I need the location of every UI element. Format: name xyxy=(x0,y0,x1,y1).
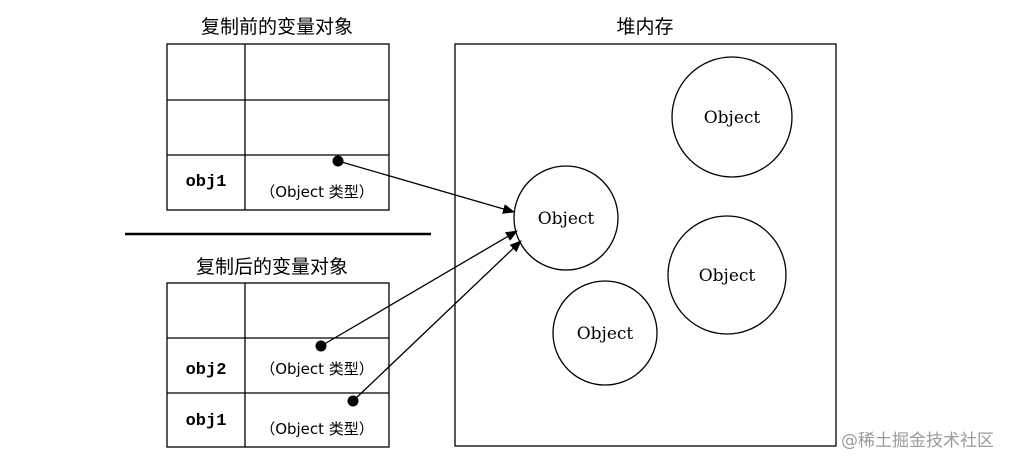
heap-object-4: Object xyxy=(552,280,658,386)
pointer-dot-before-obj1 xyxy=(332,155,344,167)
after-table xyxy=(166,282,390,448)
heap-object-3-label: Object xyxy=(699,266,756,286)
after-row-2-value: （Object 类型） xyxy=(260,360,374,378)
before-row-3-name: obj1 xyxy=(186,173,227,192)
heap-object-1: Object xyxy=(671,56,793,178)
heap-box xyxy=(454,43,837,447)
pointer-dot-after-obj1 xyxy=(347,395,359,407)
after-row-2-name: obj2 xyxy=(186,361,227,380)
arrow-before-obj1 xyxy=(337,160,515,214)
heap-title: 堆内存 xyxy=(616,16,673,38)
before-table xyxy=(166,43,390,211)
before-row-3-value: （Object 类型） xyxy=(260,183,374,201)
after-row-3-value: （Object 类型） xyxy=(260,420,374,438)
reference-arrows xyxy=(320,160,522,402)
reference-dots xyxy=(315,155,359,407)
arrow-after-obj1 xyxy=(352,240,522,402)
heap-object-1-label: Object xyxy=(704,108,761,128)
pointer-dot-after-obj2 xyxy=(315,340,327,352)
watermark: @稀土掘金技术社区 xyxy=(841,431,994,451)
before-title: 复制前的变量对象 xyxy=(201,16,353,38)
heap-object-2: Object xyxy=(513,165,619,271)
arrow-after-obj2 xyxy=(320,230,518,347)
after-row-3-name: obj1 xyxy=(186,412,227,431)
heap-object-3: Object xyxy=(667,215,787,335)
heap-object-4-label: Object xyxy=(577,324,634,344)
after-title: 复制后的变量对象 xyxy=(196,256,348,278)
heap-object-2-label: Object xyxy=(538,209,595,229)
